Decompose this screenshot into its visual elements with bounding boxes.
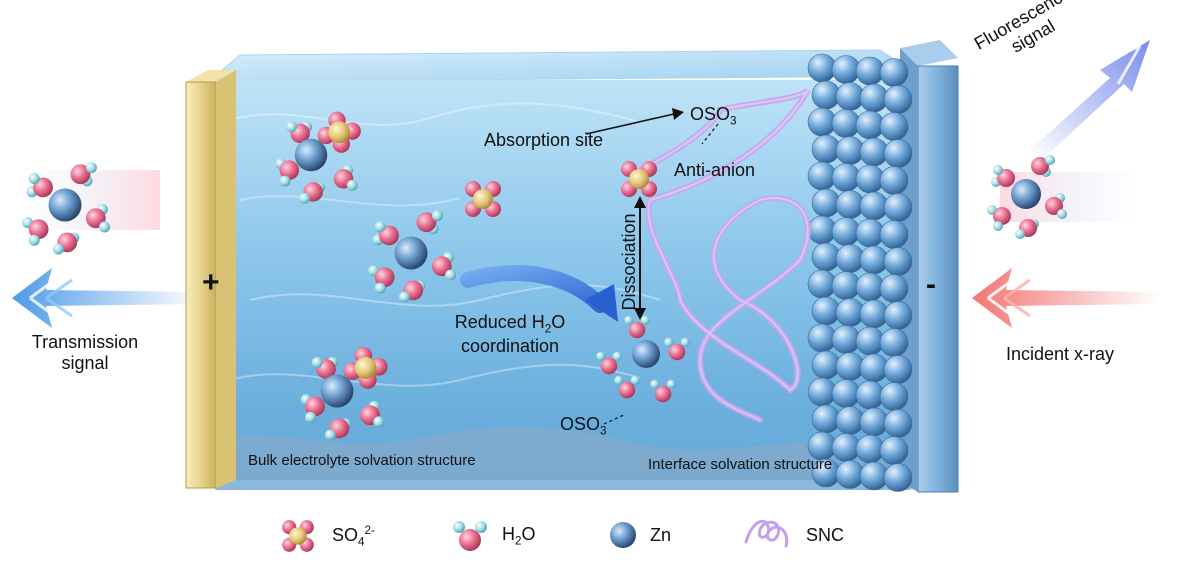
zn-ion — [632, 340, 660, 368]
dissociation-arrow-icon — [634, 196, 646, 320]
electrode-sphere — [879, 328, 909, 357]
electrode-sphere — [883, 301, 913, 330]
electrode-sphere — [883, 247, 913, 276]
electrode-sphere — [883, 355, 913, 384]
legend-zn: Zn — [608, 520, 671, 550]
electrode-sphere — [879, 274, 909, 303]
negative-terminal-label: - — [926, 268, 936, 301]
sulfate-icon — [282, 520, 314, 552]
reduced-coordination-label: Reduced H2O coordination — [454, 312, 566, 357]
legend-snc: SNC — [742, 512, 844, 558]
legend-so4: SO42- — [276, 514, 375, 558]
legend-so4-label: SO42- — [332, 523, 375, 549]
transmission-label: Transmission signal — [31, 332, 139, 373]
bulk-structure-label: Bulk electrolyte solvation structure — [248, 452, 476, 469]
electrode-sphere — [883, 193, 913, 222]
anti-anion-label: Anti-anion — [674, 160, 756, 180]
zn-icon — [610, 522, 636, 548]
transmission-arrow-icon — [12, 268, 200, 328]
positive-terminal-label: + — [202, 266, 220, 299]
interface-structure-label: Interface solvation structure — [648, 456, 833, 473]
dissociation-label: Dissociation — [619, 213, 639, 311]
electrode-sphere — [879, 220, 909, 249]
fluorescence-molecule — [987, 155, 1140, 239]
legend-zn-label: Zn — [650, 524, 672, 545]
electrode-sphere — [883, 463, 913, 492]
oso3-top-label: OSO3 — [690, 104, 737, 128]
snc-icon — [744, 519, 789, 548]
incident-xray-arrow-icon — [972, 268, 1160, 328]
legend-h2o: H2O — [450, 516, 536, 556]
electrode-surface-array — [807, 53, 913, 492]
electrode-sphere — [879, 436, 909, 465]
snc-chain — [637, 87, 811, 423]
legend-snc-label: SNC — [806, 524, 845, 545]
positive-electrode — [185, 70, 236, 489]
absorption-site-label: Absorption site — [484, 130, 604, 150]
electrode-sphere — [879, 112, 909, 141]
electrode-sphere — [879, 58, 909, 87]
oso3-pointer — [603, 413, 627, 425]
electrode-sphere — [883, 139, 913, 168]
reduced-coordination-arrow-icon — [460, 265, 618, 322]
oso3-bottom-label: OSO3 — [560, 414, 607, 438]
absorption-arrow-icon — [585, 108, 719, 145]
electrode-sphere — [879, 166, 909, 195]
interface-clusters — [596, 161, 690, 403]
fluorescence-arrow-icon — [1030, 40, 1150, 158]
electrode-sphere — [883, 409, 913, 438]
transmission-molecule — [20, 162, 160, 255]
incident-label: Incident x-ray — [1006, 344, 1115, 364]
water-icon — [453, 521, 487, 551]
legend-h2o-label: H2O — [502, 524, 536, 548]
electrode-sphere — [879, 382, 909, 411]
electrode-sphere — [883, 85, 913, 114]
